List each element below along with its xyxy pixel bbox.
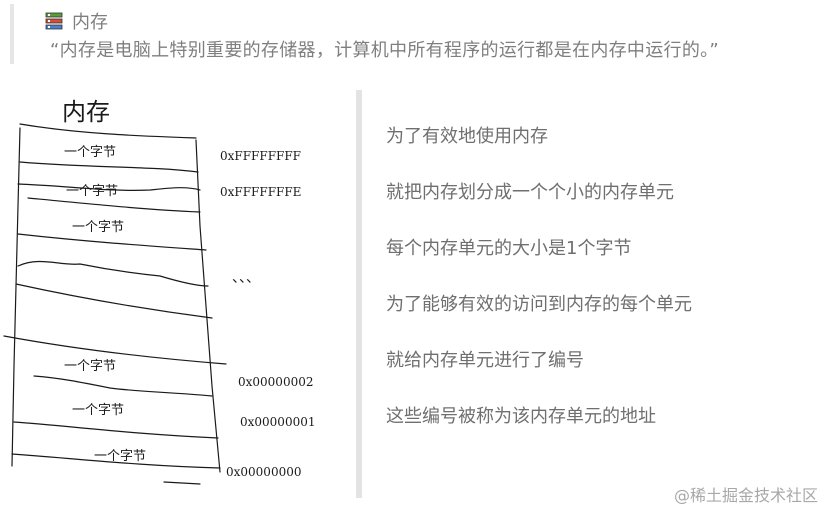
cell-address: 0xFFFFFFFE [220, 185, 301, 199]
quote-header: 内存 [44, 8, 108, 34]
memory-sketch: 内存 一个字节 一个字节 一个字节 一个字节 一个字节 一个字节 0xFFFFF… [0, 86, 340, 506]
cell-label: 一个字节 [72, 220, 124, 235]
watermark: @稀土掘金技术社区 [674, 482, 818, 506]
note-line: 这些编号被称为该内存单元的地址 [386, 402, 656, 428]
cell-label: 一个字节 [64, 145, 116, 160]
sketch-left-edge [12, 128, 20, 466]
note-line: 为了能够有效的访问到内存的每个单元 [386, 290, 692, 316]
quote-bar [10, 4, 14, 64]
sketch-line [34, 376, 212, 396]
note-line: 为了有效地使用内存 [386, 122, 548, 148]
sketch-heading: 内存 [62, 98, 110, 126]
quote-body: “内存是电脑上特别重要的存储器，计算机中所有程序的运行都是在内存中运行的。” [50, 36, 719, 62]
cell-address: 0xFFFFFFFF [220, 149, 301, 163]
sketch-line [20, 162, 198, 172]
cell-address: 0x00000001 [240, 415, 315, 429]
quote-title: 内存 [72, 8, 108, 34]
cell-address: 0x00000000 [226, 465, 301, 479]
cell-address: 0x00000002 [238, 375, 313, 389]
note-line: 就给内存单元进行了编号 [386, 346, 584, 372]
cell-label: 一个字节 [72, 403, 124, 418]
sketch-ellipsis: 、、、 [232, 270, 260, 286]
cell-label: 一个字节 [64, 359, 116, 374]
sketch-line [20, 124, 196, 138]
sketch-line [14, 422, 218, 438]
sketch-line [18, 234, 206, 250]
sketch-line [28, 198, 200, 212]
sketch-line [16, 284, 212, 318]
note-line: 每个内存单元的大小是1个字节 [386, 234, 631, 260]
cell-label: 一个字节 [66, 184, 118, 199]
sketch-line [18, 261, 208, 286]
note-line: 就把内存划分成一个个小的内存单元 [386, 178, 674, 204]
divider [356, 90, 362, 498]
cell-label: 一个字节 [94, 449, 146, 464]
books-icon [44, 11, 64, 31]
sketch-line [164, 482, 200, 484]
